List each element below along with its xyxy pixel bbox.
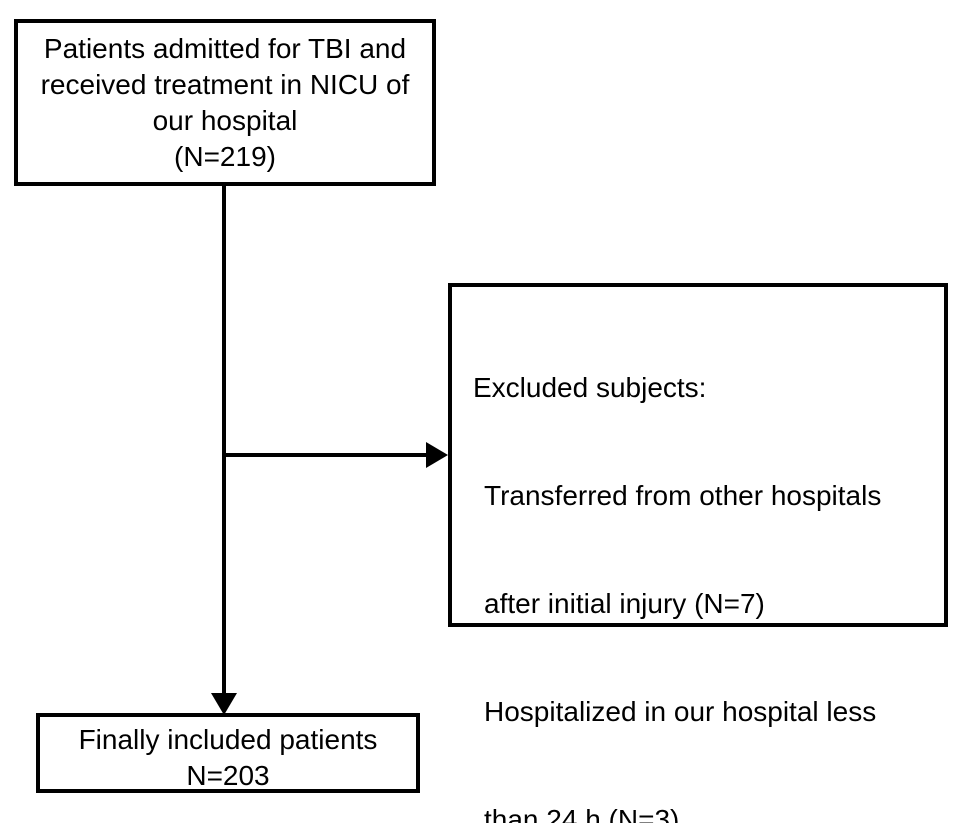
excluded-reason-line-4: than 24 h (N=3) — [484, 804, 680, 823]
excluded-reason-line-2: after initial injury (N=7) — [484, 588, 765, 619]
excluded-subjects-text: Excluded subjects: Transferred from othe… — [473, 298, 916, 823]
excluded-subjects-box: Excluded subjects: Transferred from othe… — [448, 283, 948, 823]
exclusion-branch-line — [222, 453, 436, 457]
arrow-right-icon — [426, 442, 448, 468]
enrolled-patients-text: Patients admitted for TBI and received t… — [40, 33, 410, 172]
included-patients-box: Finally included patients N=203 — [36, 713, 420, 793]
excluded-heading: Excluded subjects: — [473, 372, 707, 403]
main-flow-connector-line — [222, 186, 226, 695]
excluded-reason-line-3: Hospitalized in our hospital less — [484, 696, 877, 727]
enrolled-patients-box: Patients admitted for TBI and received t… — [14, 19, 436, 186]
included-patients-text: Finally included patients N=203 — [78, 724, 378, 791]
excluded-reason-line-1: Transferred from other hospitals — [484, 480, 882, 511]
arrow-down-icon — [211, 693, 237, 715]
